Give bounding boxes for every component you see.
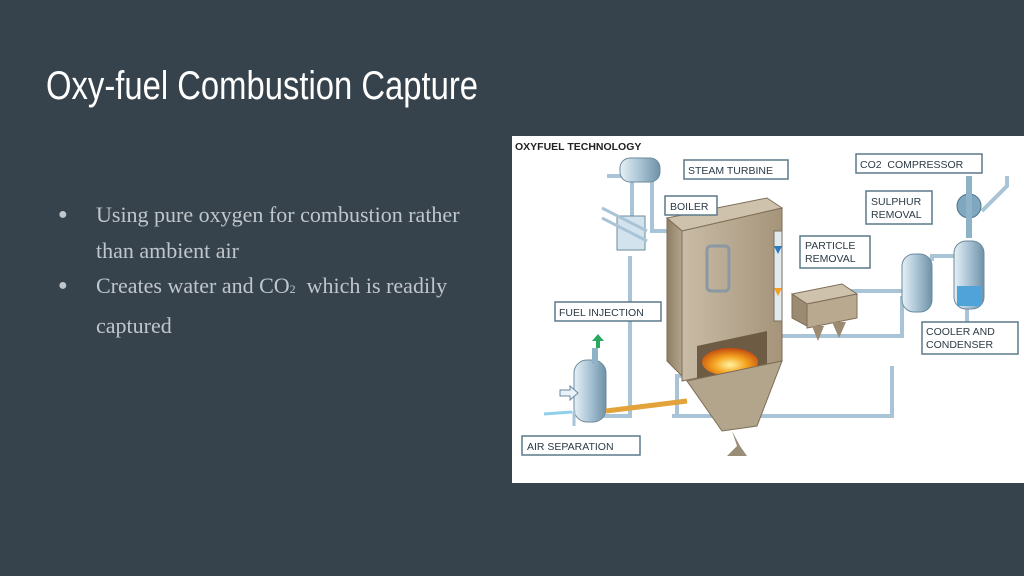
slide-title: Oxy-fuel Combustion Capture [46,64,479,108]
label-cooler-condenser-line2: CONDENSER [926,339,994,351]
label-steam-turbine: STEAM TURBINE [688,165,773,177]
flow-arrows [774,246,782,296]
diagram-heading: OXYFUEL TECHNOLOGY [515,141,641,153]
label-box-sulphur-removal [865,190,933,225]
bullet-icon: ● [58,206,68,223]
label-box-fuel-injection [554,301,662,322]
label-sulphur-removal-line2: REMOVAL [871,209,922,221]
label-box-co2-compressor [855,153,983,174]
steam-turbine-icon [601,157,661,251]
label-box-particle-removal [799,235,871,269]
label-cooler-condenser-line1: COOLER AND [926,326,995,338]
label-co2-compressor: CO2 COMPRESSOR [860,159,964,171]
particle-removal-icon [790,283,859,341]
label-box-boiler [664,195,718,216]
label-boiler: BOILER [670,201,709,213]
label-box-steam-turbine [683,159,789,180]
bullet-text: Creates water and CO2 which is readily c… [96,273,453,338]
label-sulphur-removal-line1: SULPHUR [871,196,922,208]
air-separation-tank-icon [543,334,688,426]
cooler-condenser-tank-icon [953,176,985,310]
diagram-labels: STEAM TURBINE CO2 COMPRESSOR BOILER SULP… [521,153,1019,456]
sulphur-removal-tank-icon [901,253,933,313]
oxyfuel-diagram: OXYFUEL TECHNOLOGY [512,136,1024,483]
label-box-cooler-condenser [921,321,1019,355]
bullet-text: Using pure oxygen for combustion rather … [96,202,460,263]
label-fuel-injection: FUEL INJECTION [559,307,644,319]
bullet-item: ● Using pure oxygen for combustion rathe… [58,197,488,268]
bullet-icon: ● [58,277,68,294]
label-air-separation: AIR SEPARATION [527,441,614,453]
boiler-icon [665,197,784,456]
label-particle-removal-line2: REMOVAL [805,253,856,265]
label-box-air-separation [521,435,641,456]
bullet-list: ● Using pure oxygen for combustion rathe… [58,197,488,343]
label-particle-removal-line1: PARTICLE [805,240,855,252]
bullet-item: ● Creates water and CO2 which is readily… [58,268,488,343]
